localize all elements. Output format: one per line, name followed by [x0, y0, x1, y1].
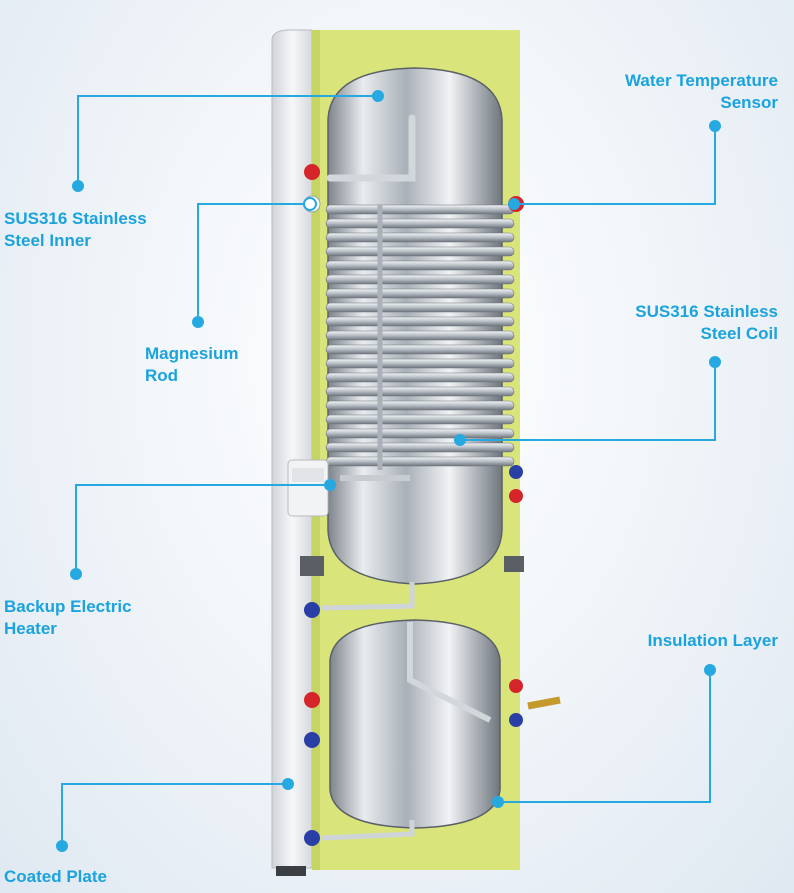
label-line: Steel Inner — [4, 231, 91, 250]
coated-plate-casing — [271, 29, 313, 876]
coil-turn — [325, 456, 515, 467]
coil-turn — [325, 260, 515, 271]
coil-turn — [325, 246, 515, 257]
pipe-fittings — [303, 164, 561, 846]
callout-dots — [56, 90, 721, 852]
coil-turn — [325, 288, 515, 299]
label-line: Backup Electric — [4, 597, 132, 616]
callout-line-coated-plate — [61, 783, 288, 846]
coil-turn — [325, 344, 515, 355]
label-line: Sensor — [720, 93, 778, 112]
callout-line-magnesium-rod — [197, 203, 310, 322]
label-insulation-layer: Insulation Layer — [590, 630, 778, 652]
coil-turn — [325, 442, 515, 453]
callout-line-insulation — [498, 670, 711, 803]
label-line: SUS316 Stainless — [4, 209, 147, 228]
label-magnesium-rod: Magnesium Rod — [145, 343, 285, 387]
label-line: SUS316 Stainless — [635, 302, 778, 321]
callout-lines — [61, 95, 716, 846]
label-line: Heater — [4, 619, 57, 638]
coil-turn — [325, 330, 515, 341]
label-coated-plate: Coated Plate — [4, 866, 204, 888]
coil-turn — [325, 372, 515, 383]
callout-line-temperature-sensor — [514, 126, 716, 205]
callout-line-backup-heater — [75, 484, 330, 574]
label-line: Rod — [145, 366, 179, 385]
coil-turn — [325, 302, 515, 313]
label-line: Magnesium — [145, 344, 239, 363]
label-line: Coated Plate — [4, 867, 107, 886]
coil-turn — [325, 274, 515, 285]
coil-turn — [325, 358, 515, 369]
coil-turn — [325, 400, 515, 411]
coil-turn — [325, 204, 515, 215]
callout-line-steel-coil — [460, 362, 716, 441]
stainless-steel-coil — [325, 204, 515, 470]
coil-turn — [325, 428, 515, 439]
coil-turn — [325, 218, 515, 229]
bracket-right — [504, 556, 524, 572]
coil-turn — [325, 316, 515, 327]
backup-heater-box — [287, 459, 410, 517]
lower-tank — [321, 582, 501, 841]
coil-turn — [325, 232, 515, 243]
bracket-left — [300, 556, 324, 576]
label-water-temperature-sensor: Water Temperature Sensor — [560, 70, 778, 114]
callout-line-inner-tank — [77, 95, 378, 186]
label-inner-tank: SUS316 Stainless Steel Inner — [4, 208, 204, 252]
label-steel-coil: SUS316 Stainless Steel Coil — [580, 301, 778, 345]
coil-turn — [325, 386, 515, 397]
label-backup-heater: Backup Electric Heater — [4, 596, 204, 640]
label-line: Steel Coil — [700, 324, 778, 343]
label-line: Insulation Layer — [647, 631, 778, 650]
label-line: Water Temperature — [624, 71, 778, 90]
coil-turn — [325, 414, 515, 425]
